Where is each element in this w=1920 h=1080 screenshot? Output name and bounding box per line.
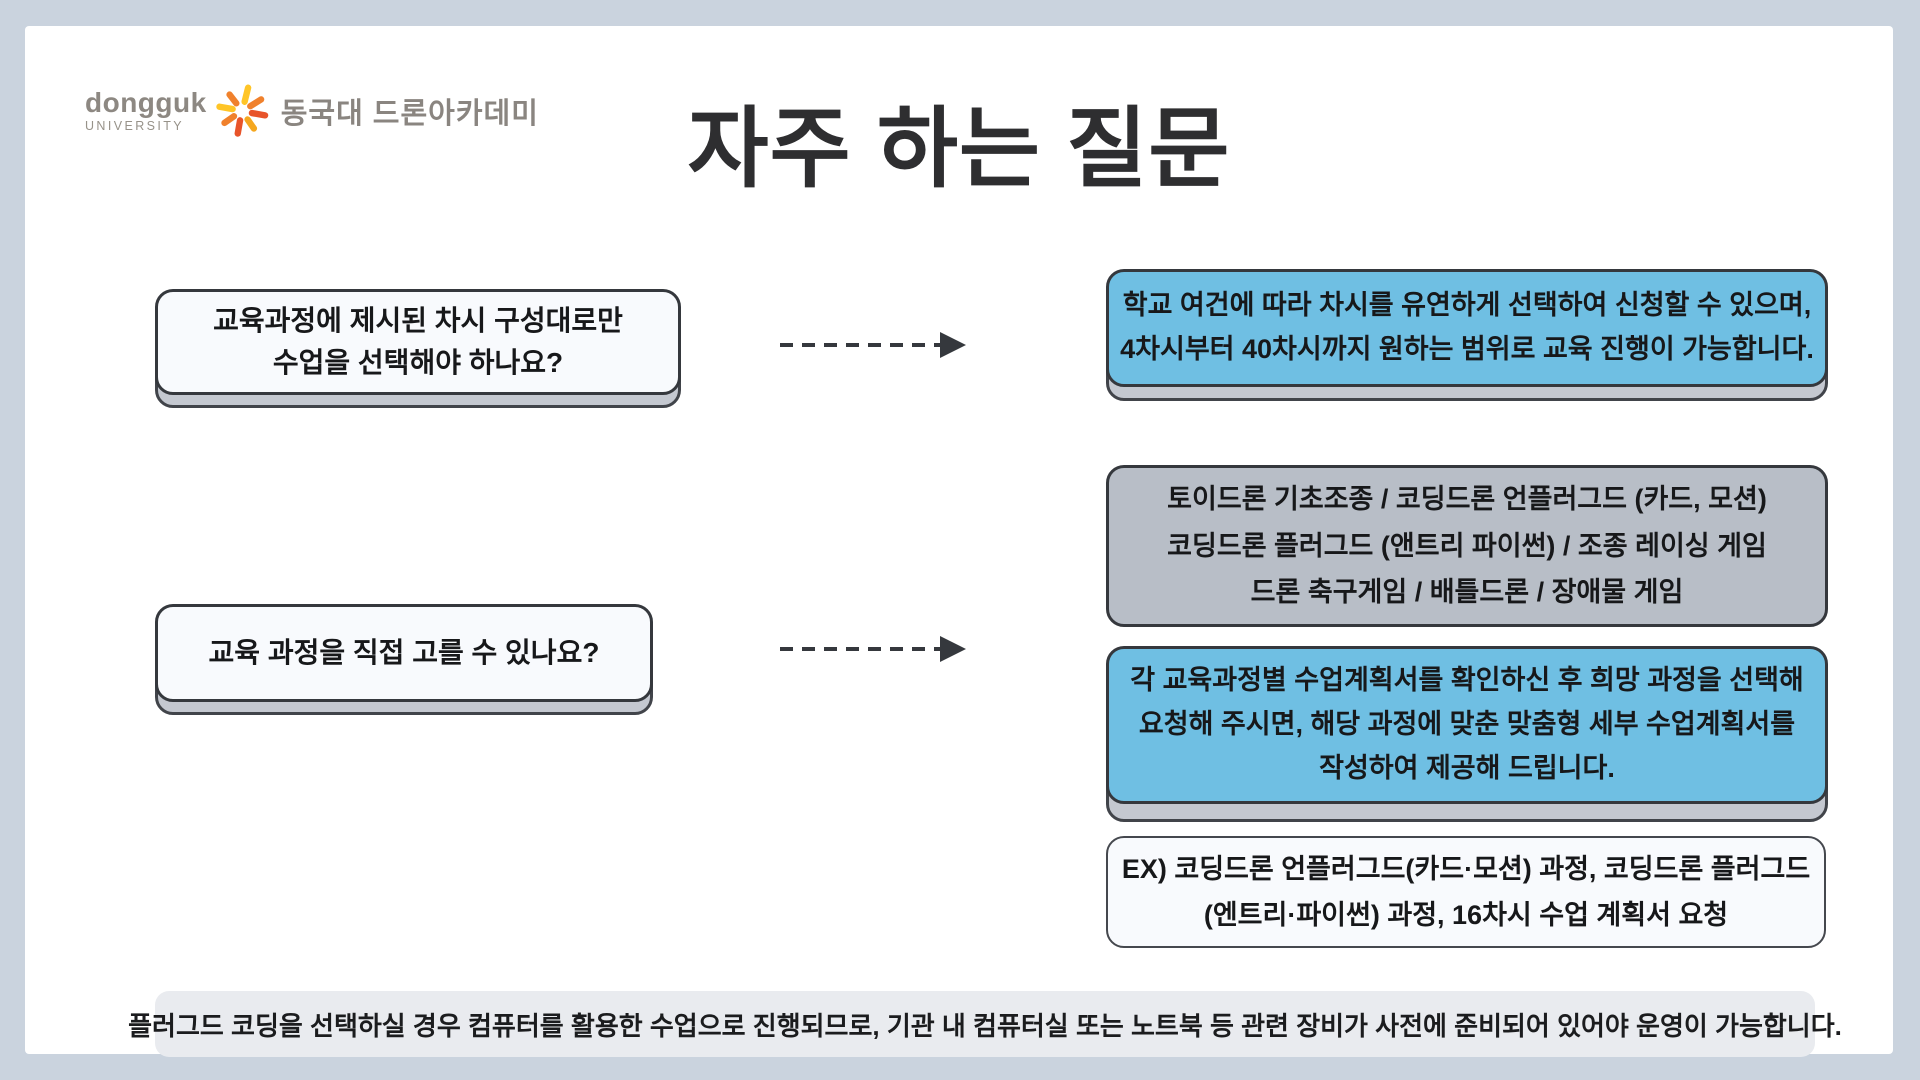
logo-brand-text: dongguk bbox=[85, 87, 207, 119]
logo-wordmark: dongguk UNIVERSITY bbox=[85, 89, 207, 133]
example-box: EX) 코딩드론 언플러그드(카드·모션) 과정, 코딩드론 플러그드 (엔트리… bbox=[1106, 836, 1826, 948]
example-text: EX) 코딩드론 언플러그드(카드·모션) 과정, 코딩드론 플러그드 (엔트리… bbox=[1121, 853, 1811, 930]
arrow-head bbox=[940, 332, 966, 358]
arrow-head bbox=[940, 636, 966, 662]
answer-2-text: 각 교육과정별 수업계획서를 확인하신 후 희망 과정을 선택해 요청해 주시면… bbox=[1130, 665, 1804, 783]
question-2-text: 교육 과정을 직접 고를 수 있나요? bbox=[208, 637, 600, 668]
answer-2-box: 각 교육과정별 수업계획서를 확인하신 후 희망 과정을 선택해 요청해 주시면… bbox=[1106, 646, 1828, 804]
arrow-dash-line bbox=[780, 647, 942, 651]
page-title: 자주 하는 질문 bbox=[687, 99, 1231, 198]
answer-1-box: 학교 여건에 따라 차시를 유연하게 선택하여 신청할 수 있으며, 4차시부터… bbox=[1106, 269, 1828, 387]
question-2-box: 교육 과정을 직접 고를 수 있나요? bbox=[155, 604, 653, 702]
footer-note-bar: 플러그드 코딩을 선택하실 경우 컴퓨터를 활용한 수업으로 진행되므로, 기관… bbox=[128, 991, 1842, 1057]
starburst-flower-icon bbox=[216, 84, 268, 137]
footer-note-text: 플러그드 코딩을 선택하실 경우 컴퓨터를 활용한 수업으로 진행되므로, 기관… bbox=[128, 1010, 1842, 1041]
dongguk-logo: dongguk UNIVERSITY 동국대 드론아카데미 bbox=[85, 82, 539, 140]
dashed-arrow-icon bbox=[780, 330, 966, 360]
answer-1-text: 학교 여건에 따라 차시를 유연하게 선택하여 신청할 수 있으며, 4차시부터… bbox=[1120, 290, 1814, 364]
question-1-box: 교육과정에 제시된 차시 구성대로만 수업을 선택해야 하나요? bbox=[155, 289, 681, 395]
logo-academy-text: 동국대 드론아카데미 bbox=[280, 98, 539, 130]
dashed-arrow-icon bbox=[780, 634, 966, 664]
slide-card: dongguk UNIVERSITY 동국대 드론아카데미 자주 하는 질문 교… bbox=[25, 26, 1893, 1057]
course-options-text: 토이드론 기초조종 / 코딩드론 언플러그드 (카드, 모션) 코딩드론 플러그… bbox=[1167, 484, 1767, 608]
arrow-dash-line bbox=[780, 343, 942, 347]
logo-university-text: UNIVERSITY bbox=[85, 119, 185, 134]
course-options-box: 토이드론 기초조종 / 코딩드론 언플러그드 (카드, 모션) 코딩드론 플러그… bbox=[1106, 465, 1828, 627]
question-1-text: 교육과정에 제시된 차시 구성대로만 수업을 선택해야 하나요? bbox=[213, 305, 623, 378]
